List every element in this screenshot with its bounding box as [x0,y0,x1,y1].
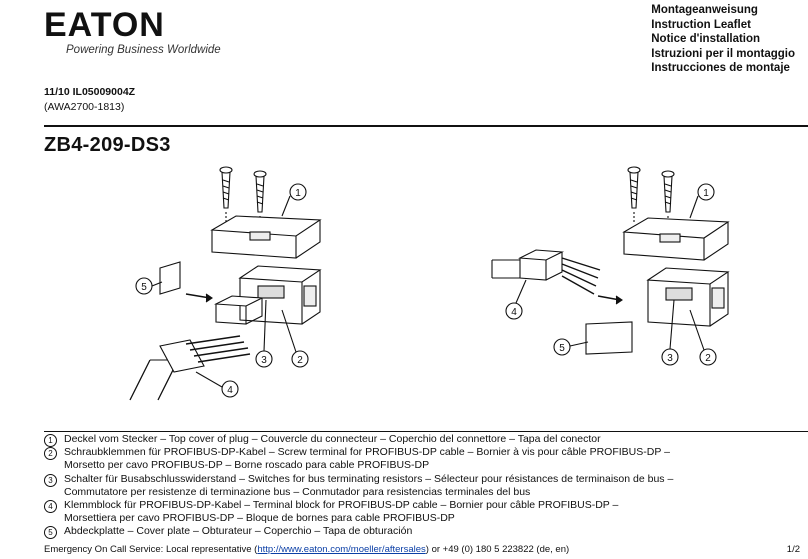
legend-text: Deckel vom Stecker – Top cover of plug –… [64,433,601,445]
footer-prefix: Emergency On Call Service: Local represe… [44,544,258,555]
footer: Emergency On Call Service: Local represe… [44,544,569,555]
legend-item: 4 Klemmblock für PROFIBUS-DP-Kabel – Term… [44,499,804,514]
legend-text: Abdeckplatte – Cover plate – Obturateur … [64,525,413,538]
language-en: Instruction Leaflet [651,18,751,31]
legend-number: 5 [44,526,57,540]
legend-item: 1 Deckel vom Stecker – Top cover of plug … [44,433,804,447]
document-number: 11/10 IL05009004Z [44,86,136,98]
cover-plate-icon [585,321,633,355]
legend-text: Morsettiera per cavo PROFIBUS-DP – Bloqu… [64,512,455,525]
legend-item-continued: Morsetto per cavo PROFIBUS-DP – Borne ro… [44,459,804,472]
aftersales-link[interactable]: http://www.eaton.com/moeller/aftersales [257,544,426,555]
product-title: ZB4-209-DS3 [44,134,171,156]
callout-label: 3 [667,353,673,364]
callout-label: 2 [297,355,303,366]
eaton-logo: EATON [44,6,165,44]
legend-text: Schraubklemmen für PROFIBUS-DP-Kabel – S… [64,446,670,459]
assembly-illustration: 1 5 3 2 4 1 4 5 3 2 [129,166,730,401]
cable-icon [129,335,251,401]
screw-icon [661,170,675,213]
language-de: Montageanweisung [651,4,758,16]
language-fr: Notice d'installation [651,33,761,45]
screw-icon [219,166,233,209]
legend-text: Commutatore per resistenze di terminazio… [64,485,531,498]
callout-label: 2 [705,353,711,364]
terminal-block-icon [213,295,265,325]
legend-rule [44,431,808,432]
plug-body-icon [238,265,322,325]
legend-text: Morsetto per cavo PROFIBUS-DP – Borne ro… [64,459,430,472]
screw-icon [253,170,267,213]
legend-item-continued: Commutatore per resistenze di terminazio… [44,486,804,499]
callout-label: 4 [511,307,517,318]
callout-label: 3 [261,355,267,366]
callout-label: 1 [703,188,709,199]
logo-tagline: Powering Business Worldwide [66,44,221,56]
top-cover-icon [622,217,730,261]
legend: 1 Deckel vom Stecker – Top cover of plug … [44,433,804,540]
legend-text: Klemmblock für PROFIBUS-DP-Kabel – Termi… [64,499,619,512]
legend-number: 4 [44,500,57,514]
page-number: 1/2 [786,544,800,555]
legend-item: 5 Abdeckplatte – Cover plate – Obturateur… [44,525,804,540]
legend-item: 3 Schalter für Busabschlusswiderstand – S… [44,472,804,487]
top-cover-icon [210,215,322,259]
cover-plate-icon [159,261,181,295]
legend-number: 2 [44,447,57,461]
terminal-block-icon [517,249,565,281]
legend-text: Schalter für Busabschlusswiderstand – Sw… [64,472,674,485]
legend-number: 3 [44,473,57,487]
document-subnumber: (AWA2700-1813) [44,101,125,113]
callout-label: 5 [559,343,565,354]
footer-suffix: ) or +49 (0) 180 5 223822 (de, en) [425,544,570,555]
language-es: Instrucciones de montaje [651,62,790,74]
callout-label: 5 [141,282,147,293]
language-it: Istruzioni per il montaggio [651,47,795,60]
legend-number: 1 [44,434,57,447]
legend-item-continued: Morsettiera per cavo PROFIBUS-DP – Bloqu… [44,512,804,525]
legend-item: 2 Schraubklemmen für PROFIBUS-DP-Kabel – … [44,446,804,461]
callout-label: 4 [227,385,233,396]
screw-icon [627,166,641,209]
callout-label: 1 [295,188,301,199]
header-rule [44,125,808,127]
cable-icon [491,257,601,295]
language-list: Montageanweisung Instruction Leaflet Not… [651,3,795,76]
plug-body-icon [646,267,730,327]
